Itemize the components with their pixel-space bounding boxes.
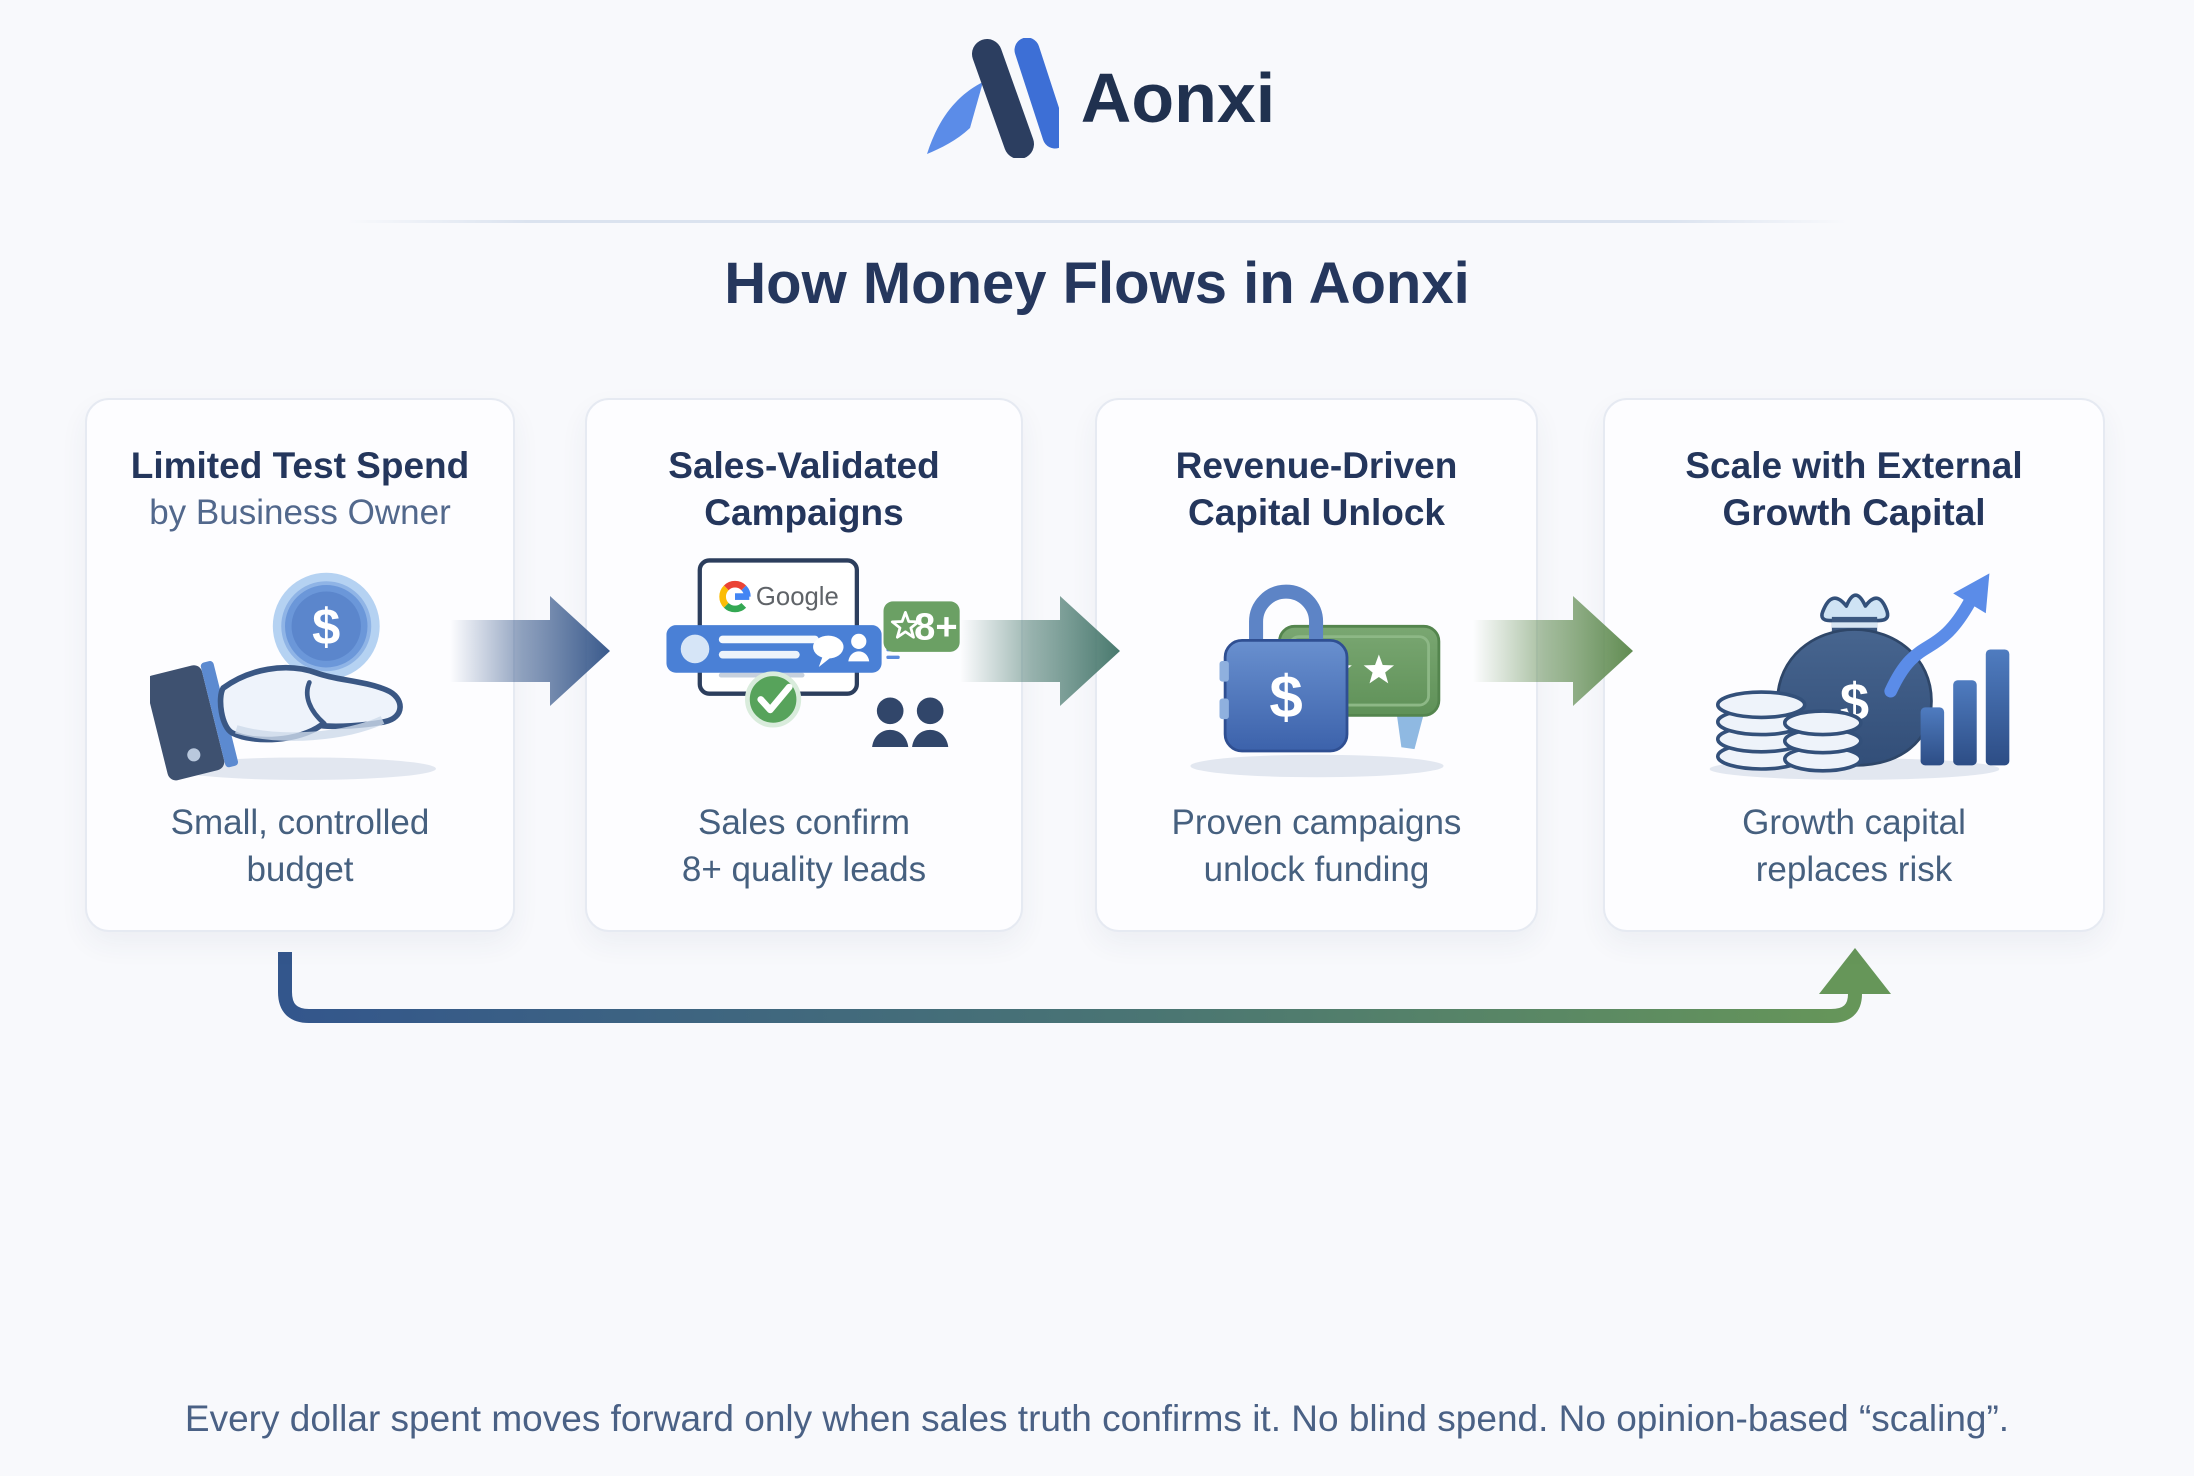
- bar-chart-icon: [1920, 649, 2009, 766]
- growth-arrow-icon: [1883, 573, 1989, 698]
- arrow-right-icon-1: [450, 596, 610, 706]
- step-card-sales-validated: Sales-Validated Campaigns Google: [585, 398, 1023, 932]
- step-caption: Small, controlled budget: [170, 803, 430, 890]
- step-card-capital-unlock: Revenue-Driven Capital Unlock: [1095, 398, 1538, 932]
- coin-stack-icon: [1715, 690, 1863, 773]
- step-title: Revenue-Driven Capital Unlock: [1175, 445, 1458, 534]
- page-title: How Money Flows in Aonxi: [724, 251, 1470, 316]
- lock-dollar-glyph: $: [1269, 663, 1302, 730]
- check-icon: [744, 671, 801, 728]
- coin-dollar-glyph: $: [312, 598, 340, 655]
- growth-capital-icon: $: [1709, 573, 2009, 780]
- step-caption: Proven campaigns unlock funding: [1171, 803, 1462, 890]
- google-logo-icon: [718, 581, 751, 613]
- header-divider: [347, 220, 1847, 223]
- aonxi-logo-icon: [926, 38, 1059, 158]
- arrow-right-icon-3: [1473, 596, 1633, 706]
- step-subtitle: by Business Owner: [149, 493, 451, 533]
- step-title: Limited Test Spend: [130, 445, 470, 486]
- brand-name: Aonxi: [1080, 59, 1276, 137]
- step-caption: Growth capital replaces risk: [1742, 803, 1966, 890]
- arrow-right-icon-2: [960, 596, 1120, 706]
- dollar-lock-icon: $: [1189, 584, 1444, 778]
- validated-ads-icon: Google: [665, 558, 960, 748]
- aonxi-logo: Aonxi: [0, 38, 2194, 158]
- footer-note: Every dollar spent moves forward only wh…: [184, 1398, 2010, 1439]
- google-wordmark: Google: [755, 584, 838, 612]
- audience-icon: [871, 697, 948, 748]
- step-title: Sales-Validated Campaigns: [668, 445, 940, 534]
- hand-coin-icon: $: [150, 573, 436, 781]
- step-title: Scale with External Growth Capital: [1685, 445, 2023, 534]
- step-caption: Sales confirm 8+ quality leads: [681, 803, 927, 890]
- badge-count: 8+: [914, 607, 957, 649]
- rating-badge-icon: 8+: [883, 601, 960, 653]
- step-card-scale-growth: Scale with External Growth Capital: [1603, 398, 2105, 932]
- step-card-limited-test-spend: Limited Test Spend by Business Owner $: [85, 398, 515, 932]
